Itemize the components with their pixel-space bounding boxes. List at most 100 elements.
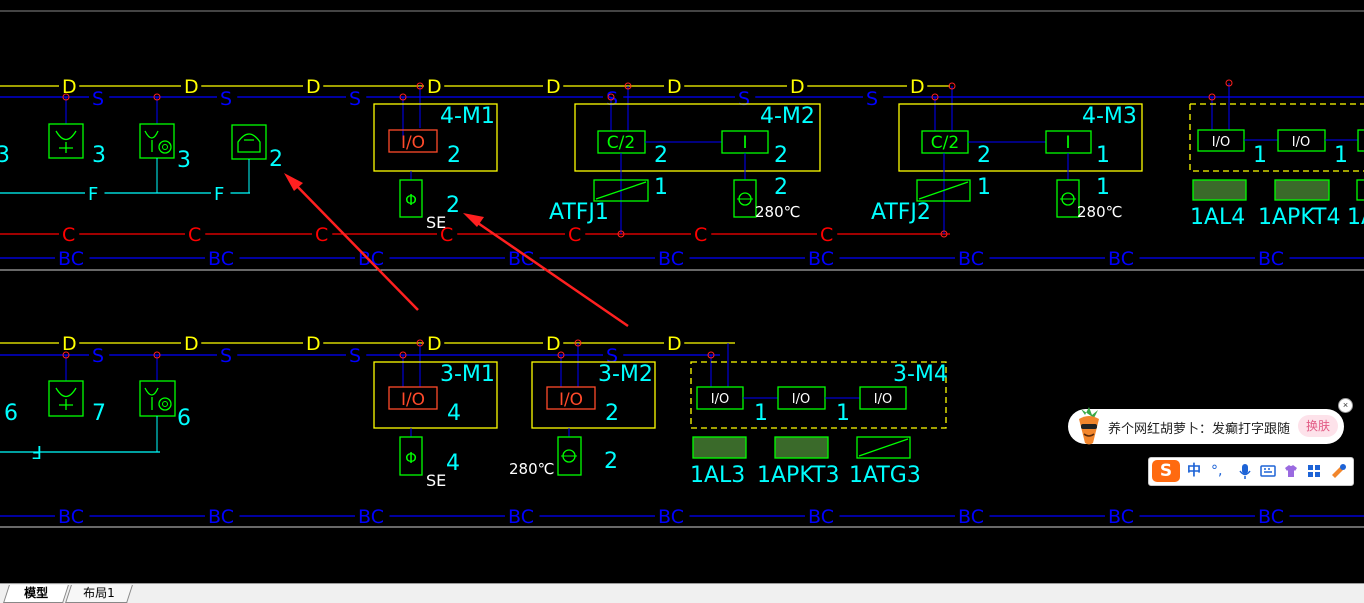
row2-d-label-3: D: [306, 333, 321, 355]
panel-4-M3-module-b-count: 1: [1096, 143, 1110, 168]
row1-s-label-3: S: [349, 88, 361, 110]
panel-4-M1[interactable]: 4-M1 I/O 2 Φ 2 SE: [373, 82, 498, 232]
row1-device-1-prefix: 3: [0, 143, 10, 168]
panel-3-M2-sensor-count: 2: [604, 449, 618, 474]
panel-3-M4-label-3: 1ATG3: [849, 463, 921, 488]
ime-chinese-mode-button[interactable]: 中: [1187, 463, 1201, 479]
row1-bc-label-5: BC: [658, 248, 684, 270]
tool-icon[interactable]: [1329, 461, 1347, 481]
row1-bc-label-9: BC: [1258, 248, 1284, 270]
row1-d-label-5: D: [546, 76, 561, 98]
panel-4-M1-box: [373, 103, 498, 172]
row1-right-label-3: 1A: [1347, 205, 1364, 230]
row1-device-1[interactable]: 3 3: [0, 93, 106, 168]
annotation-arrow-2: [463, 213, 629, 328]
row1-d-label-2: D: [184, 76, 199, 98]
panel-4-M3[interactable]: 4-M3 C/2 2 I 1 1 ATFJ2 1 280℃: [871, 82, 1143, 238]
row1-d-label-1: D: [62, 76, 77, 98]
panel-4-M3-title: 4-M3: [1082, 104, 1137, 129]
row1-right-count-2: 1: [1334, 143, 1348, 168]
panel-3-M4-title: 3-M4: [893, 362, 948, 387]
row1-right-group[interactable]: I/O 1 I/O 1 1AL4 1APKT4 1A: [1189, 79, 1364, 230]
panel-3-M1[interactable]: 3-M1 I/O 4 Φ 4 SE: [373, 339, 498, 490]
row1-bc-label-7: BC: [958, 248, 984, 270]
panel-4-M2-sensor-count: 2: [774, 175, 788, 200]
panel-3-M1-module-count: 4: [447, 401, 461, 426]
close-icon[interactable]: ×: [1338, 398, 1353, 413]
row1-d-label-7: D: [790, 76, 805, 98]
apps-icon[interactable]: [1306, 461, 1322, 481]
panel-4-M2[interactable]: 4-M2 C/2 2 I 2 1 ATFJ1 2 280℃: [549, 82, 821, 238]
phone-icon: [237, 133, 261, 153]
row1-device-3[interactable]: 2: [231, 124, 283, 194]
row2-device-2[interactable]: 6: [139, 351, 191, 452]
row2-bc-label-4: BC: [508, 506, 534, 528]
row2-bc-label-6: BC: [808, 506, 834, 528]
tab-layout1[interactable]: 布局1: [65, 585, 133, 603]
row2-s-label-2: S: [220, 345, 232, 367]
panel-3-M2-module-count: 2: [605, 401, 619, 426]
panel-3-M1-sensor-note: SE: [426, 471, 446, 490]
panel-3-M2-module: I/O: [559, 390, 583, 410]
row2-bc-label-3: BC: [358, 506, 384, 528]
row1-d-label-3: D: [306, 76, 321, 98]
change-skin-button[interactable]: 换肤: [1298, 415, 1338, 437]
panel-3-M2[interactable]: 3-M2 I/O 2 2 280℃: [509, 339, 656, 478]
row2-bc-label-9: BC: [1258, 506, 1284, 528]
row1-c-label-6: C: [694, 224, 707, 246]
panel-4-M2-module-b-count: 2: [774, 143, 788, 168]
annotation-arrow-1: [284, 173, 419, 311]
keyboard-icon[interactable]: [1260, 461, 1276, 481]
row1-c-label-1: C: [62, 224, 75, 246]
row1-s-label-1: S: [92, 88, 104, 110]
row1-right-module-1: I/O: [1212, 135, 1230, 150]
row1-c-label-3: C: [315, 224, 328, 246]
ime-promo-bubble[interactable]: 养个网红胡萝卜：发癫打字跟随 换肤: [1068, 407, 1344, 445]
panel-3-M1-sensor-count: 4: [446, 451, 460, 476]
row2-bc-label-2: BC: [208, 506, 234, 528]
panel-3-M4-count-2: 1: [836, 401, 850, 426]
row2-bc-label-7: BC: [958, 506, 984, 528]
row2-device-1-count: 7: [92, 401, 106, 426]
skin-icon[interactable]: [1283, 461, 1299, 481]
ime-promo-message: 养个网红胡萝卜：发癫打字跟随: [1108, 422, 1291, 437]
panel-3-M4-module-3: I/O: [874, 392, 892, 407]
row2-d-label-6: D: [667, 333, 682, 355]
tab-model[interactable]: 模型: [3, 585, 69, 603]
row1-device-2[interactable]: 3: [139, 93, 191, 193]
row2-device-1-prefix: 6: [4, 401, 18, 426]
row2-d-label-4: D: [427, 333, 442, 355]
row1-d-label-6: D: [667, 76, 682, 98]
tab-layout1-label: 布局1: [83, 586, 115, 600]
sogou-logo-icon[interactable]: S: [1152, 460, 1180, 482]
panel-4-M3-temp: 280℃: [1077, 203, 1122, 221]
mic-icon[interactable]: [1238, 461, 1252, 481]
row1-d-label-8: D: [910, 76, 925, 98]
row2-device-1[interactable]: 7 6: [4, 351, 106, 426]
panel-4-M3-actuator-label: ATFJ2: [871, 200, 931, 225]
row1-c-label-4: C: [440, 224, 453, 246]
outlet-icon: [55, 130, 77, 153]
panel-3-M4-module-1: I/O: [711, 392, 729, 407]
row2-f-bus: F: [0, 441, 160, 462]
panel-4-M2-module-a-count: 2: [654, 143, 668, 168]
row1-c-label-7: C: [820, 224, 833, 246]
row2-s-label-1: S: [92, 345, 104, 367]
panel-3-M1-module: I/O: [401, 390, 425, 410]
panel-4-M2-title: 4-M2: [760, 104, 815, 129]
row1-d-label-4: D: [427, 76, 442, 98]
layout-tab-bar: 模型 布局1: [0, 583, 1364, 603]
row1-s-label-2: S: [220, 88, 232, 110]
row1-c-label-5: C: [568, 224, 581, 246]
row2-s-label-3: S: [349, 345, 361, 367]
ime-punctuation-button[interactable]: °,: [1211, 463, 1223, 479]
panel-4-M2-module-b: I: [742, 133, 747, 153]
panel-3-M4[interactable]: 3-M4 I/O 1 I/O 1 I/O 1AL3 1APKT3 1ATG3: [690, 343, 948, 488]
